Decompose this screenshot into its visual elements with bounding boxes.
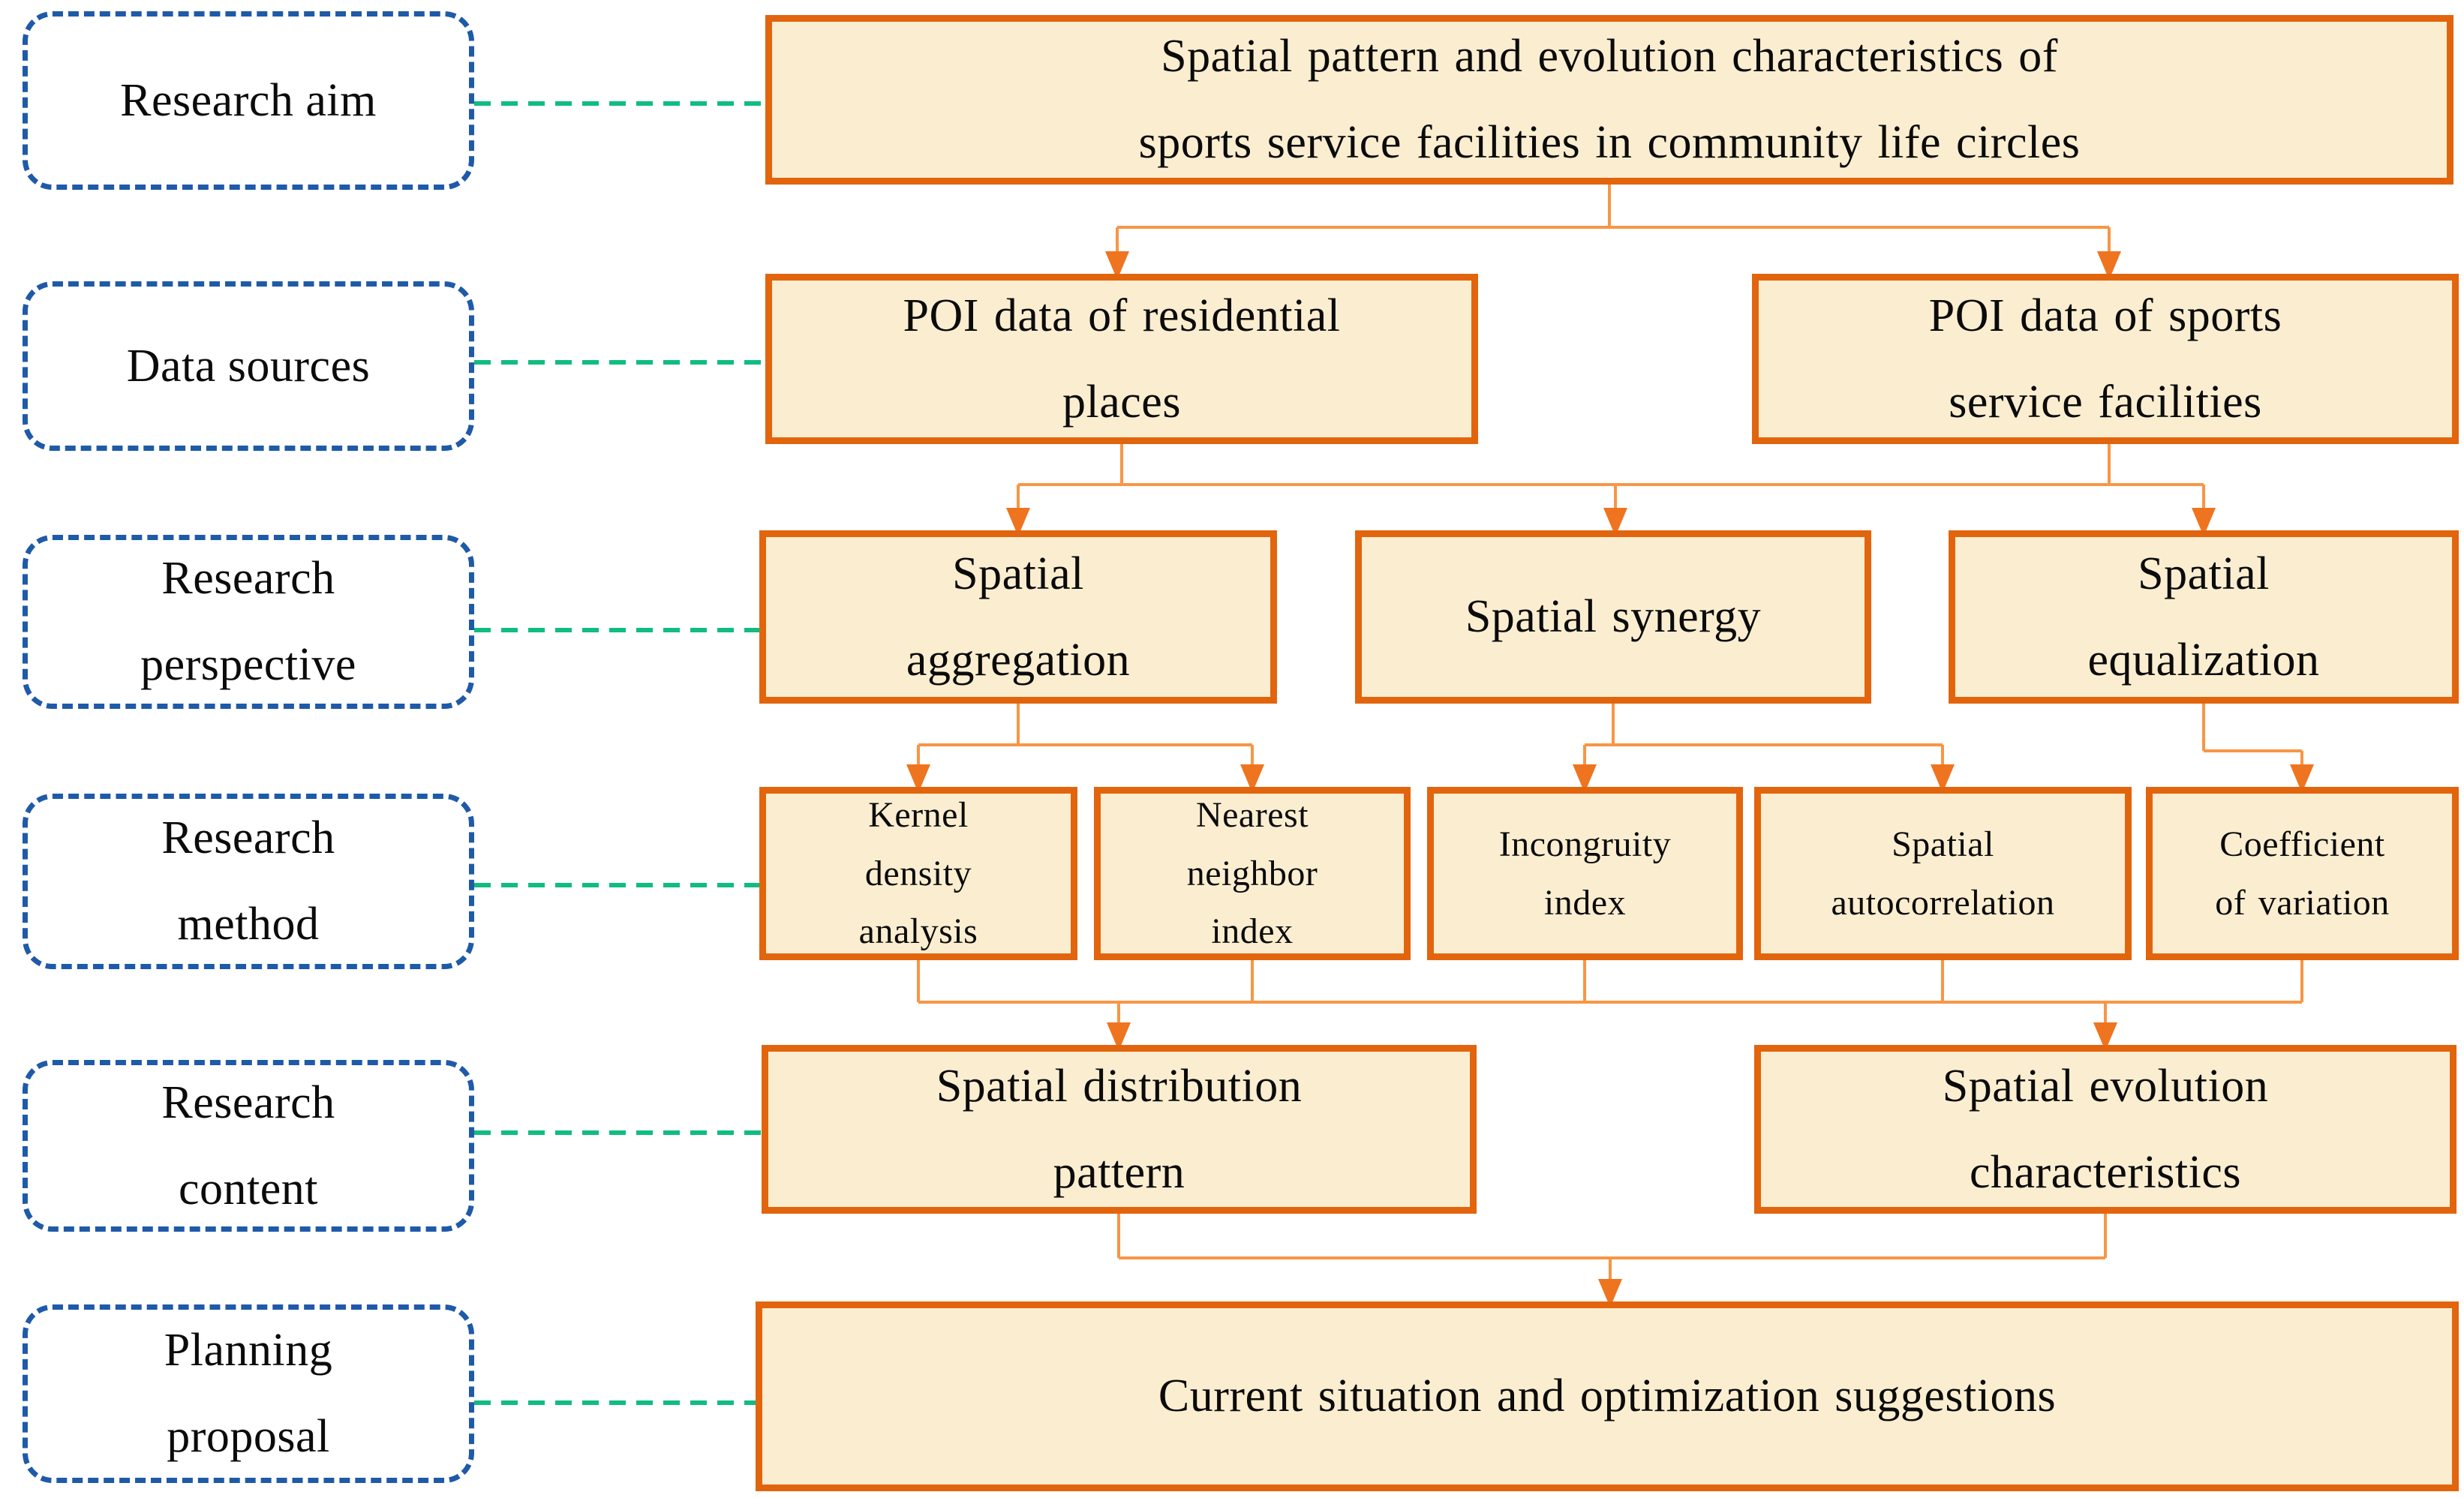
node-poi-residential: POI data of residential places	[765, 274, 1478, 444]
arrowhead-autocorrelation	[1931, 764, 1955, 793]
label-research-content: Research content	[23, 1060, 474, 1232]
arrowhead-poi-residential	[1105, 251, 1129, 280]
label-research-method: Research method	[23, 794, 474, 969]
arrowhead-kernel	[906, 764, 930, 793]
node-kernel-density: Kernel density analysis	[759, 787, 1077, 960]
label-research-aim: Research aim	[23, 11, 474, 190]
node-title: Spatial pattern and evolution characteri…	[765, 15, 2453, 185]
label-planning-proposal-text: Planning proposal	[164, 1325, 333, 1462]
node-spatial-aggregation-text: Spatial aggregation	[906, 548, 1131, 686]
node-title-text: Spatial pattern and evolution characteri…	[1138, 31, 2081, 168]
node-distribution-pattern-text: Spatial distribution pattern	[936, 1060, 1303, 1198]
node-coefficient-variation-text: Coefficient of variation	[2215, 824, 2390, 923]
node-nearest-neighbor: Nearest neighbor index	[1094, 787, 1411, 960]
label-data-sources-text: Data sources	[126, 340, 371, 392]
label-research-content-text: Research content	[161, 1076, 335, 1214]
label-research-aim-text: Research aim	[120, 74, 377, 126]
node-incongruity-index-text: Incongruity index	[1498, 824, 1672, 923]
node-spatial-autocorrelation-text: Spatial autocorrelation	[1831, 824, 2055, 923]
node-spatial-synergy: Spatial synergy	[1355, 530, 1871, 704]
node-nearest-neighbor-text: Nearest neighbor index	[1186, 794, 1318, 952]
label-data-sources: Data sources	[23, 281, 474, 451]
node-poi-sports: POI data of sports service facilities	[1752, 274, 2459, 444]
arrowhead-distribution	[1107, 1022, 1131, 1051]
label-planning-proposal: Planning proposal	[23, 1304, 474, 1483]
arrowhead-equalization	[2192, 508, 2216, 536]
node-current-situation: Current situation and optimization sugge…	[756, 1301, 2459, 1491]
label-research-method-text: Research method	[161, 812, 335, 950]
node-kernel-density-text: Kernel density analysis	[858, 794, 978, 952]
label-research-perspective-text: Research perspective	[140, 553, 356, 690]
node-spatial-autocorrelation: Spatial autocorrelation	[1754, 787, 2132, 960]
node-distribution-pattern: Spatial distribution pattern	[762, 1045, 1477, 1214]
node-poi-sports-text: POI data of sports service facilities	[1928, 290, 2282, 428]
arrowhead-coefficient	[2290, 764, 2314, 793]
node-spatial-equalization: Spatial equalization	[1949, 530, 2459, 704]
node-spatial-equalization-text: Spatial equalization	[2087, 548, 2320, 686]
node-evolution-characteristics: Spatial evolution characteristics	[1754, 1045, 2456, 1214]
node-current-situation-text: Current situation and optimization sugge…	[1158, 1370, 2057, 1422]
node-coefficient-variation: Coefficient of variation	[2146, 787, 2459, 960]
arrowhead-incongruity	[1573, 764, 1597, 793]
node-incongruity-index: Incongruity index	[1427, 787, 1743, 960]
arrowhead-evolution	[2093, 1022, 2117, 1051]
node-poi-residential-text: POI data of residential places	[903, 290, 1341, 428]
label-research-perspective: Research perspective	[23, 535, 474, 709]
arrowhead-aggregation	[1006, 508, 1030, 536]
node-evolution-characteristics-text: Spatial evolution characteristics	[1942, 1060, 2269, 1198]
arrowhead-synergy	[1603, 508, 1627, 536]
node-spatial-synergy-text: Spatial synergy	[1465, 591, 1762, 643]
arrowhead-nearest	[1240, 764, 1264, 793]
arrowhead-current	[1598, 1279, 1622, 1307]
arrowhead-poi-sports	[2097, 251, 2121, 280]
node-spatial-aggregation: Spatial aggregation	[759, 530, 1277, 704]
